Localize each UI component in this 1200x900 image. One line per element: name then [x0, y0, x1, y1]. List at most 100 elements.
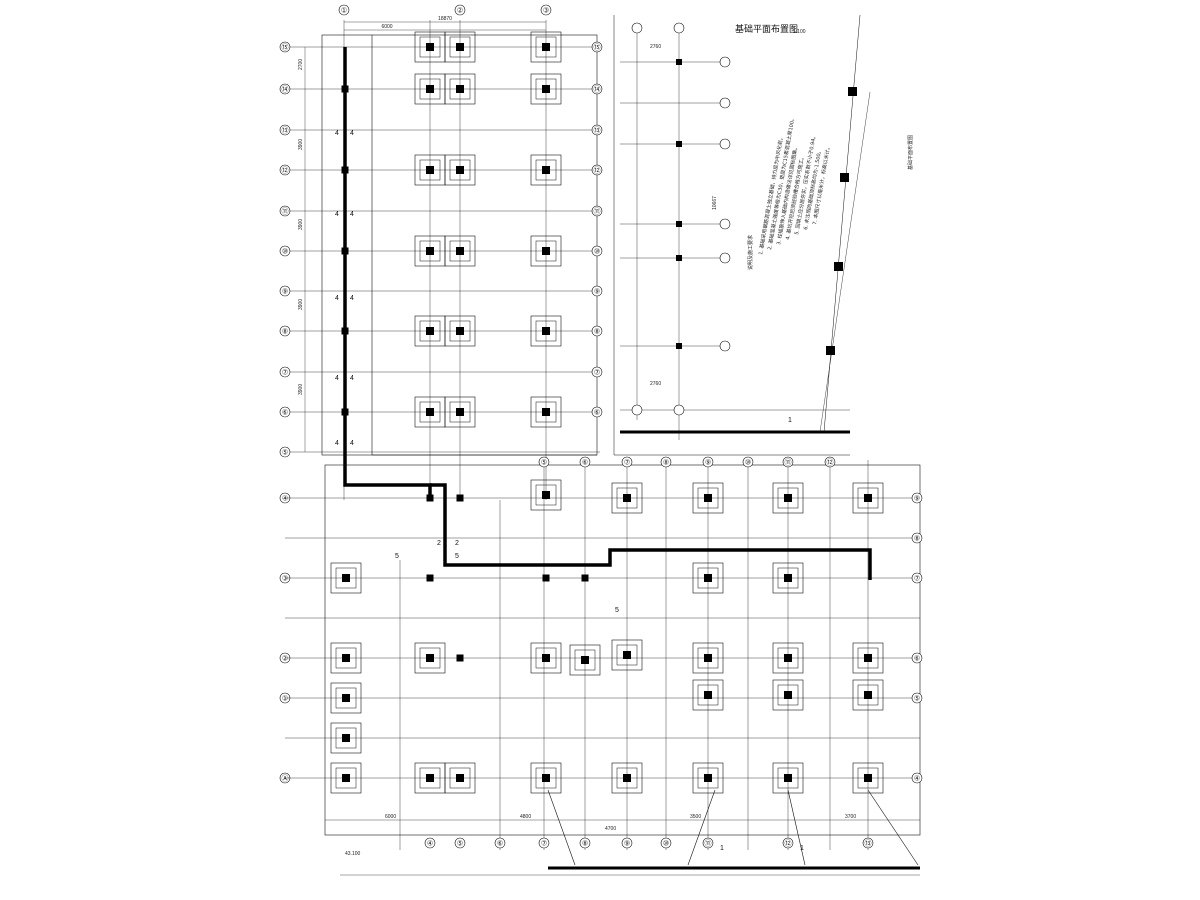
axis-bubble: ⑮: [591, 41, 603, 53]
footing-step: [616, 767, 638, 789]
upper-left-block: [285, 20, 600, 500]
dim-text: 2700: [298, 59, 304, 70]
drawing-title: 基础平面布置图: [735, 23, 798, 35]
footing-step: [449, 240, 471, 262]
footing-step: [535, 320, 557, 342]
axis-bubble: ⑨: [911, 492, 923, 504]
axis-bubble: ⑨: [621, 837, 633, 849]
column: [784, 494, 792, 502]
axis-label: ⑧: [282, 328, 288, 336]
section-mark: 4: [335, 295, 339, 302]
dim-text: 3900: [298, 219, 304, 230]
footing-step: [449, 767, 471, 789]
footing-outline: [444, 396, 476, 428]
column: [426, 85, 434, 93]
footing-outline: [692, 679, 724, 711]
column: [864, 774, 872, 782]
footing-outline: [530, 762, 562, 794]
axis-bubble: [673, 404, 685, 416]
axis-label: ⑤: [541, 459, 547, 467]
axis-label: ⑦: [594, 369, 600, 377]
column: [542, 166, 550, 174]
axis-bubble: [719, 56, 731, 68]
axis-label: ⑨: [594, 288, 600, 296]
pad-footing: [426, 494, 434, 502]
column: [704, 494, 712, 502]
footing-step: [535, 36, 557, 58]
pad-footing: [444, 762, 476, 794]
right-axis-bubbles-upper: ⑮ ⑭ ⑬ ⑫ ⑪ ⑩ ⑨ ⑧ ⑦ ⑥: [591, 41, 603, 418]
column: [704, 774, 712, 782]
dim-text: 3900: [298, 299, 304, 310]
pad-footing: [569, 644, 601, 676]
column: [623, 651, 631, 659]
section-mark: 1: [720, 845, 724, 852]
footing-outline: [611, 762, 643, 794]
column: [456, 43, 464, 51]
thick-wall-upper: [343, 47, 432, 500]
axis-label: ⑤: [457, 840, 463, 848]
column: [704, 691, 712, 699]
footing-step: [777, 487, 799, 509]
axis-label: ⑩: [663, 840, 669, 848]
column: [341, 166, 349, 174]
footing-outline: [852, 642, 884, 674]
axis-label: ⑦: [282, 369, 288, 377]
pad-footing: [341, 166, 349, 174]
axis-label: ③: [282, 575, 288, 583]
mid-axis-bubbles: ⑤ ⑥ ⑦ ⑧ ⑨ ⑩ ⑪ ⑫: [538, 456, 836, 468]
axis-label: ②: [282, 655, 288, 663]
top-dimensions: 18870 6000: [344, 16, 546, 31]
column: [542, 574, 550, 582]
left-axis-bubbles: ⑮ ⑭ ⑬ ⑫ ⑪ ⑩ ⑨ ⑧ ⑦ ⑥ ⑤ ④ ③ ② ① Ⓐ: [279, 41, 291, 784]
pad-footing: [456, 654, 464, 662]
footing-step: [449, 36, 471, 58]
footing-step: [535, 401, 557, 423]
column: [426, 574, 434, 582]
axis-bubble: ⑩: [591, 245, 603, 257]
section-mark: 4: [350, 375, 354, 382]
footing-step: [419, 78, 441, 100]
pad-footing: [330, 762, 362, 794]
axis-bubble: ⑪: [591, 205, 603, 217]
axis-label: ⑪: [282, 208, 289, 216]
column: [542, 774, 550, 782]
axis-label: ⑬: [282, 127, 289, 135]
footing-step: [449, 78, 471, 100]
axis-label: ⑨: [705, 459, 711, 467]
axis-bubble: ⑩: [742, 456, 754, 468]
footing-step: [697, 487, 719, 509]
axis-bubble: ⑨: [279, 285, 291, 297]
footing-step: [697, 684, 719, 706]
axis-label: ③: [543, 7, 549, 15]
pad-footing: [852, 762, 884, 794]
pad-footing: [426, 574, 434, 582]
pad-footing: [692, 679, 724, 711]
footing-outline: [692, 642, 724, 674]
footing-step: [857, 684, 879, 706]
axis-bubble: ⑬: [279, 124, 291, 136]
axis-label: ⑮: [282, 44, 289, 52]
section-marks: 4 4 4 4 4 4 4 4 4 4 5 5 5 2 2 1 1 1: [335, 130, 804, 852]
axis-label: ⑦: [624, 459, 630, 467]
column: [542, 247, 550, 255]
column: [704, 654, 712, 662]
footing-outline: [530, 479, 562, 511]
axis-label: ⑨: [914, 495, 920, 503]
axis-label: ⑥: [497, 840, 503, 848]
footing-step: [335, 687, 357, 709]
dim-text: 10667: [712, 196, 718, 210]
axis-bubble: ⑧: [591, 325, 603, 337]
axis-bubble: ⑦: [538, 837, 550, 849]
footing-step: [419, 159, 441, 181]
section-mark: 2: [455, 540, 459, 547]
axis-label: ⑨: [282, 288, 288, 296]
axis-bubble: ⑮: [279, 41, 291, 53]
axis-bubble: ⑨: [591, 285, 603, 297]
footing-step: [697, 647, 719, 669]
column: [426, 166, 434, 174]
axis-bubble: ⑭: [279, 83, 291, 95]
footing-step: [697, 767, 719, 789]
footing-step: [535, 240, 557, 262]
footing-step: [419, 767, 441, 789]
